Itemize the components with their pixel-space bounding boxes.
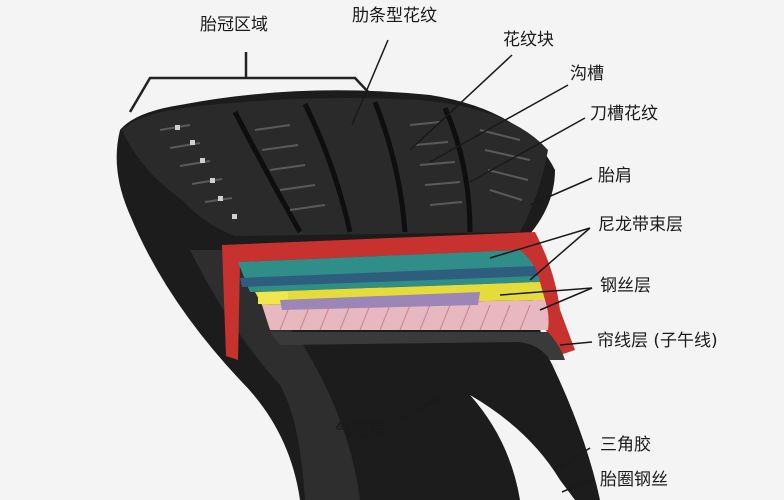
label-crown-region: 胎冠区域 [200,15,268,35]
leader-shoulder [529,177,593,206]
leader-steel-2 [539,287,593,311]
inner-liner [270,332,565,360]
tread-studs [175,125,237,219]
leader-sipe [469,117,586,183]
leader-apex [554,447,591,471]
tread-sipes [159,121,531,211]
label-sipe: 刀槽花纹 [590,104,658,124]
label-steel-belt: 钢丝层 [600,276,651,296]
ply-hatch [279,304,531,331]
leader-block [409,54,513,151]
label-bead-wire: 胎圈钢丝 [600,470,668,490]
label-groove: 沟槽 [570,64,604,84]
rubber-cap-layer [222,232,575,360]
label-ply: 帘线层 (子午线) [597,331,718,351]
label-tread-block: 花纹块 [503,30,554,50]
leader-bead [561,479,591,493]
leader-liner [397,397,441,421]
leader-groove [429,84,569,163]
label-rib-tread: 肋条型花纹 [352,6,437,26]
leader-nylon-1 [489,227,591,259]
leader-steel-1 [499,287,593,296]
label-shoulder: 胎肩 [598,166,632,186]
label-apex: 三角胶 [600,435,651,455]
crown-bracket [128,76,373,113]
leader-rib [351,39,389,126]
leader-nylon-2 [529,227,591,281]
label-inner-liner: 气密层 [335,421,386,441]
tread-grooves [232,101,473,234]
leader-ply [559,341,593,346]
label-nylon-belt: 尼龙带束层 [598,215,683,235]
tread-surface [122,98,548,236]
nylon-belt-stripe [240,266,538,287]
leader-lines [351,39,593,493]
